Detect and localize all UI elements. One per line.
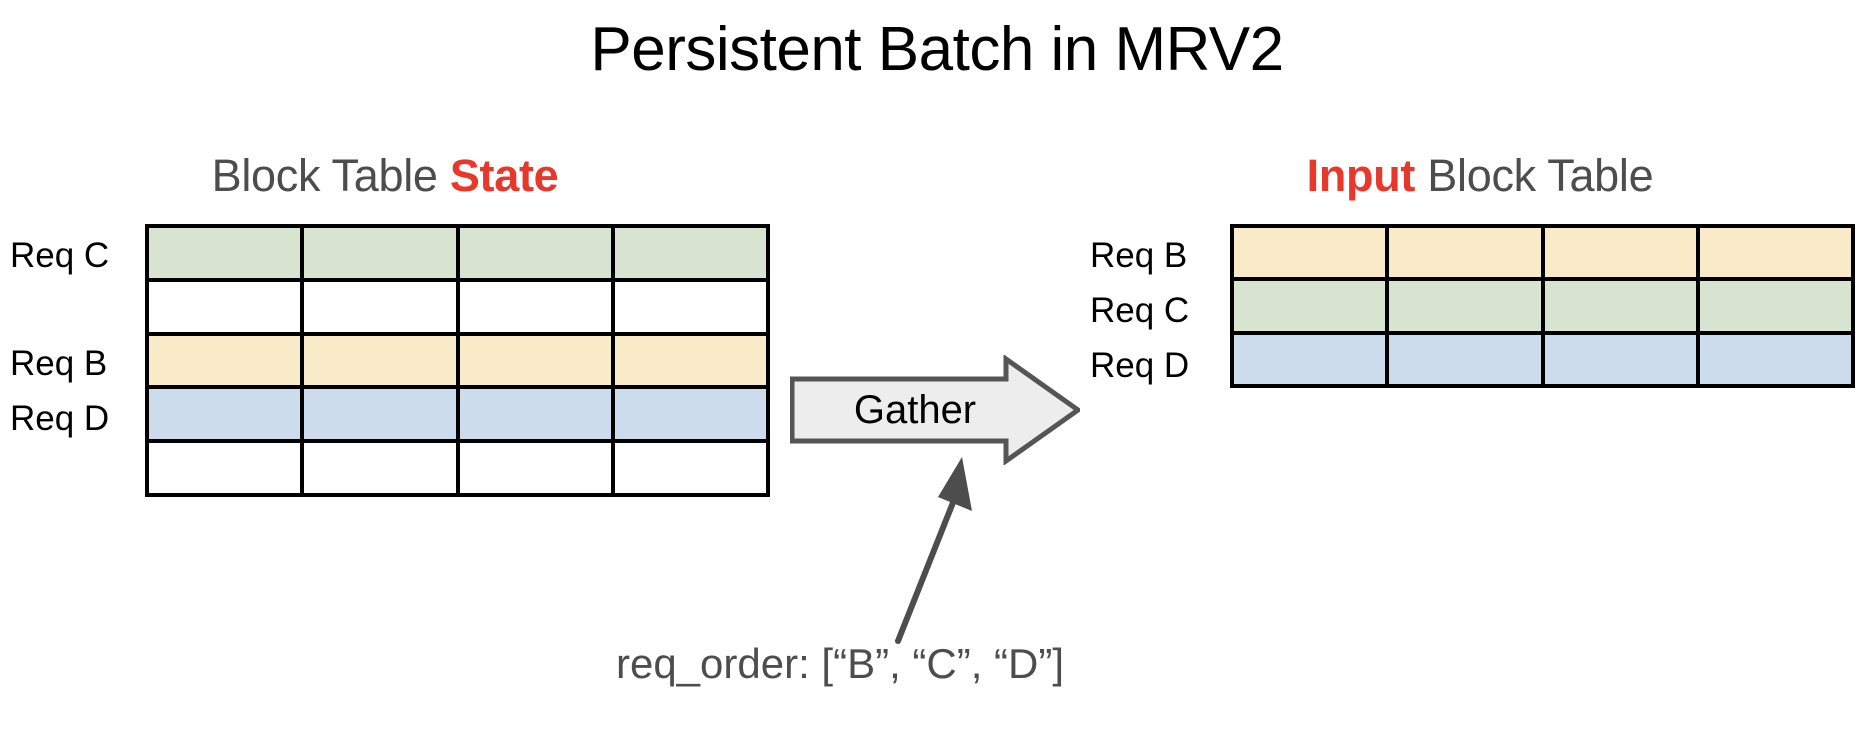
block-table-state-grid <box>145 224 770 497</box>
table-cell <box>614 389 766 440</box>
table-cell <box>304 443 456 493</box>
left-heading-highlight: State <box>449 150 559 201</box>
table-cell <box>304 281 456 332</box>
left-row-label-req-c: Req C <box>10 236 110 275</box>
table-cell <box>149 281 301 332</box>
table-cell <box>304 389 456 440</box>
left-row-label-req-d: Req D <box>10 399 110 438</box>
table-cell <box>1699 334 1851 384</box>
table-cell <box>459 389 611 440</box>
left-panel-heading: Block Table State <box>0 150 770 202</box>
table-cell <box>149 443 301 493</box>
right-row-label-req-d: Req D <box>1090 346 1190 385</box>
left-heading-prefix: Block Table <box>211 150 450 201</box>
req-order-caption: req_order: [“B”, “C”, “D”] <box>615 640 1065 687</box>
table-cell <box>1544 281 1696 331</box>
table-cell <box>304 335 456 386</box>
table-cell <box>1234 334 1386 384</box>
input-block-table-grid <box>1230 224 1855 388</box>
table-cell <box>614 228 766 278</box>
table-cell <box>1389 334 1541 384</box>
table-cell <box>1234 281 1386 331</box>
table-cell <box>1234 228 1386 278</box>
table-cell <box>459 228 611 278</box>
table-cell <box>149 389 301 440</box>
table-cell <box>1544 334 1696 384</box>
left-row-label-req-b: Req B <box>10 344 108 383</box>
table-cell <box>459 335 611 386</box>
gather-label: Gather <box>853 387 977 432</box>
table-cell <box>1544 228 1696 278</box>
table-cell <box>614 281 766 332</box>
table-cell <box>459 443 611 493</box>
table-cell <box>1389 281 1541 331</box>
table-cell <box>149 228 301 278</box>
right-row-label-req-b: Req B <box>1090 236 1188 275</box>
callout-arrow-icon <box>895 457 972 644</box>
table-cell <box>149 335 301 386</box>
page-title: Persistent Batch in MRV2 <box>590 15 1284 84</box>
gather-arrow-icon <box>790 355 1080 465</box>
right-heading-highlight: Input <box>1306 150 1416 201</box>
right-heading-suffix: Block Table <box>1415 150 1654 201</box>
table-cell <box>304 228 456 278</box>
table-cell <box>1699 228 1851 278</box>
table-cell <box>1389 228 1541 278</box>
table-cell <box>614 443 766 493</box>
right-panel-heading: Input Block Table <box>1085 150 1874 202</box>
table-cell <box>614 335 766 386</box>
table-cell <box>459 281 611 332</box>
table-cell <box>1699 281 1851 331</box>
right-row-label-req-c: Req C <box>1090 291 1190 330</box>
